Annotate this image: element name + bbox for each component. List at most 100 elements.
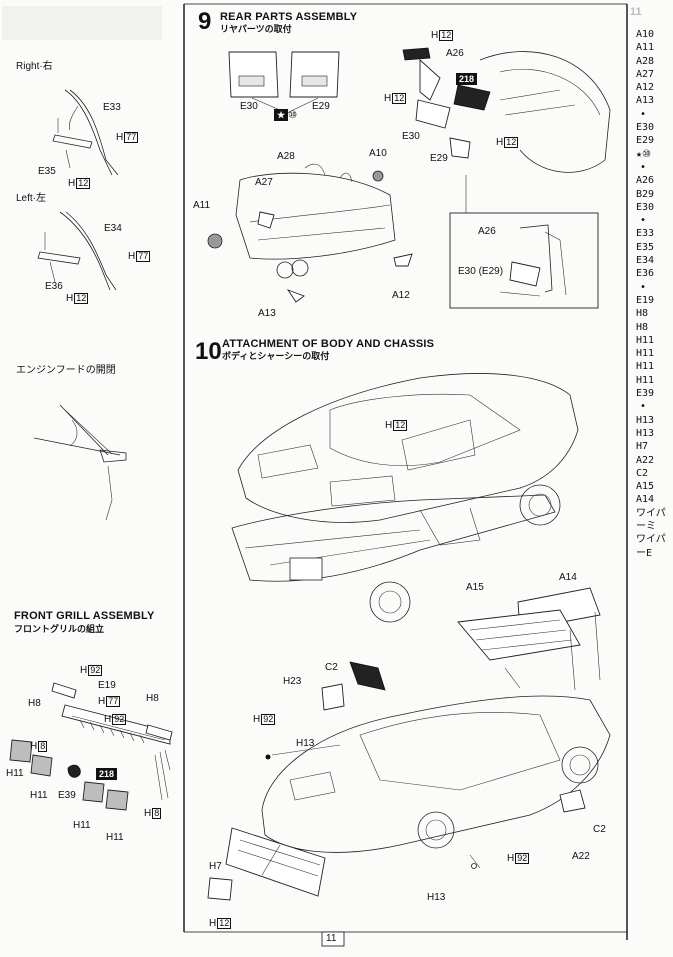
step9-subtitle: リヤパーツの取付 <box>220 25 292 35</box>
parts-list-item: A26 <box>636 175 655 187</box>
parts-list-item: ★⑩ <box>636 148 651 160</box>
s10-h13b-label: H13 <box>427 892 446 903</box>
fg-h8-left-label: H8 <box>28 698 41 709</box>
s10-h23-label: H23 <box>283 676 302 687</box>
s10-c2-label: C2 <box>325 662 338 673</box>
s10-a14-label: A14 <box>559 572 577 583</box>
parts-list-item: • <box>640 161 647 173</box>
step10-drawings <box>207 373 611 901</box>
parts-list-item: A27 <box>636 68 655 80</box>
parts-list-item: E19 <box>636 294 655 306</box>
s10-h7-label: H7 <box>209 861 222 872</box>
parts-list-item: H11 <box>636 334 655 346</box>
s9-a12-label: A12 <box>392 290 410 301</box>
parts-list-item: E34 <box>636 255 655 267</box>
parts-list-item: A14 <box>636 494 655 506</box>
front-grill-title: FRONT GRILL ASSEMBLY <box>14 610 155 622</box>
s9-e29b-label: E29 <box>430 153 448 164</box>
parts-list-item: • <box>640 108 647 120</box>
fg-h11-b-label: H11 <box>30 790 48 801</box>
parts-list-item: A15 <box>636 481 655 493</box>
parts-list-item: A11 <box>636 42 655 54</box>
parts-list-item: H11 <box>636 374 655 386</box>
parts-list-item: E39 <box>636 388 655 400</box>
parts-list-item: E30 <box>636 122 655 134</box>
s10-c2b-label: C2 <box>593 824 606 835</box>
parts-list-item: A10 <box>636 29 655 40</box>
parts-list-item: E36 <box>636 268 655 280</box>
fg-h11-a-label: H11 <box>6 768 24 779</box>
right-mirror-drawing <box>52 89 119 176</box>
s10-h13a-label: H13 <box>296 738 315 749</box>
s9-a11-label: A11 <box>193 200 211 211</box>
s9-a10-label: A10 <box>369 148 387 159</box>
s9-a13-label: A13 <box>258 308 276 319</box>
parts-list-item: A22 <box>636 454 655 466</box>
fg-e39-label: E39 <box>58 790 76 801</box>
engine-hood-drawing <box>33 404 127 521</box>
fg-h8-right-label: H8 <box>146 693 159 704</box>
step10-title: ATTACHMENT OF BODY AND CHASSIS <box>222 338 435 350</box>
parts-list-item: A12 <box>636 82 655 94</box>
s10-a15-label: A15 <box>466 582 484 593</box>
parts-list-item: E29 <box>636 135 655 147</box>
part-e36-label: E36 <box>45 281 63 292</box>
page-number: 11 <box>326 933 337 944</box>
parts-list-item: H11 <box>636 348 655 360</box>
fg-e19-label: E19 <box>98 680 116 691</box>
step10-subtitle: ボディとシャーシーの取付 <box>222 352 330 362</box>
parts-list-item: E33 <box>636 228 655 240</box>
parts-list-item: E35 <box>636 241 655 253</box>
step10-number: 10 <box>195 338 222 365</box>
fg-h11-d-label: H11 <box>106 832 124 843</box>
parts-list-item: ワイパーE <box>636 534 666 559</box>
s9-badge-218: 218 <box>456 69 478 87</box>
parts-list-item: ワイパーミ <box>636 507 666 532</box>
fg-h11-c-label: H11 <box>73 820 91 831</box>
s9-inset-e30-label: E30 (E29) <box>458 266 504 277</box>
s9-star10-label: ★⑩ <box>274 109 297 121</box>
parts-list-item: H8 <box>636 321 649 333</box>
step9-number: 9 <box>198 8 212 35</box>
part-e35-label: E35 <box>38 166 56 177</box>
s9-a28-label: A28 <box>277 151 295 162</box>
part-e33-label: E33 <box>103 102 121 113</box>
s9-e30-label: E30 <box>240 101 258 112</box>
parts-list-item: H11 <box>636 361 655 373</box>
parts-list-item: E30 <box>636 201 655 213</box>
right-side-label: Right·右 <box>16 61 53 72</box>
parts-list-item: H13 <box>636 414 655 426</box>
parts-list-item: A28 <box>636 55 655 67</box>
left-side-label: Left·左 <box>16 193 47 204</box>
parts-list-item: • <box>640 281 647 293</box>
parts-list-item: B29 <box>636 188 655 200</box>
parts-list-item: • <box>640 215 647 227</box>
engine-hood-label: エンジンフードの開閉 <box>16 365 116 376</box>
parts-list-item: H13 <box>636 427 655 439</box>
parts-list-item: H8 <box>636 308 649 320</box>
parts-list-item: C2 <box>636 467 649 479</box>
parts-list-item: A13 <box>636 95 655 107</box>
fg-badge-218: 218 <box>96 764 118 782</box>
front-grill-subtitle: フロントグリルの組立 <box>14 625 105 635</box>
part-e34-label: E34 <box>104 223 122 234</box>
s9-inset-a26-label: A26 <box>478 226 496 237</box>
